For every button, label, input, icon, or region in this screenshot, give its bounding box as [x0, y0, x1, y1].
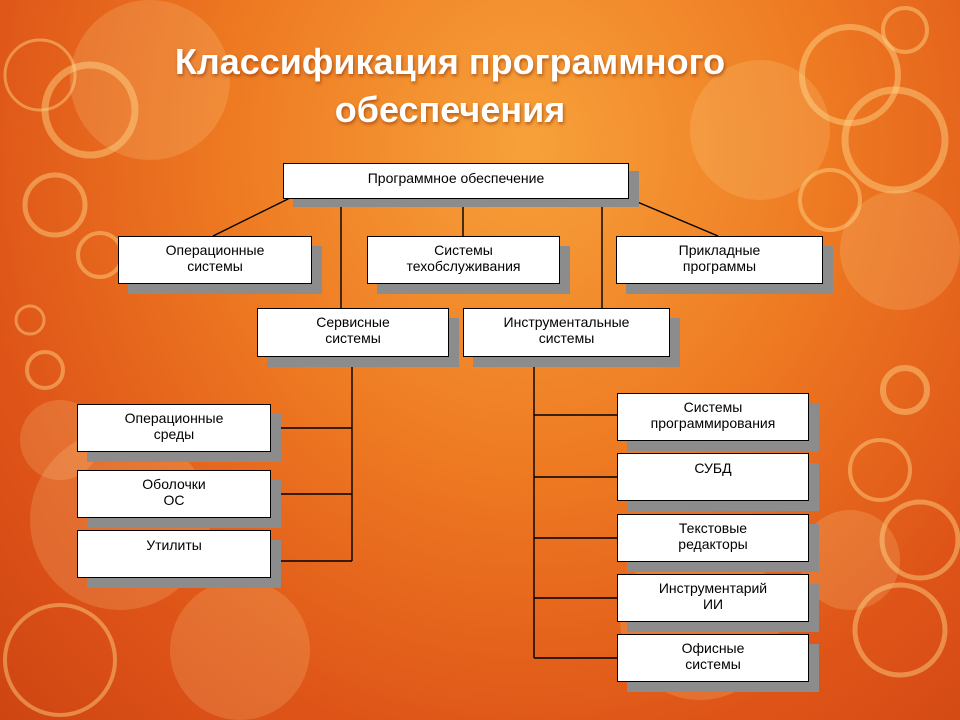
node-office-systems: Офисные системы: [617, 634, 809, 682]
node-os-environments: Операционные среды: [77, 404, 271, 452]
node-service-systems-line-1: Сервисные: [316, 314, 390, 330]
node-instrumental-systems: Инструментальные системы: [463, 308, 670, 357]
node-applied-programs-line-2: программы: [682, 258, 757, 274]
slide-title: Классификация программного обеспечения: [80, 38, 820, 134]
node-maintenance-systems-line-1: Системы: [434, 242, 493, 258]
node-text-editors: Текстовые редакторы: [617, 514, 809, 562]
node-ai-tools-line-2: ИИ: [702, 596, 724, 612]
node-text-editors-line-2: редакторы: [678, 536, 748, 552]
node-maintenance-systems-line-2: техобслуживания: [406, 258, 521, 274]
slide-title-line-1: Классификация программного: [174, 41, 726, 82]
node-programming-systems-line-2: программирования: [650, 415, 776, 431]
node-dbms: СУБД: [617, 453, 809, 501]
node-software-root-label: Программное обеспечение: [367, 170, 545, 186]
node-office-systems-line-1: Офисные: [681, 640, 745, 656]
node-service-systems: Сервисные системы: [257, 308, 449, 357]
node-service-systems-line-2: системы: [325, 330, 381, 346]
node-software-root: Программное обеспечение: [283, 163, 629, 199]
node-programming-systems-line-1: Системы: [683, 399, 743, 415]
node-operating-systems-line-1: Операционные: [165, 242, 265, 258]
slide-title-line-2: обеспечения: [334, 89, 566, 130]
node-ai-tools-line-1: Инструментарий: [658, 580, 768, 596]
node-os-shells: Оболочки ОС: [77, 470, 271, 518]
node-applied-programs: Прикладные программы: [616, 236, 823, 284]
node-dbms-label: СУБД: [694, 460, 732, 476]
node-instrumental-systems-line-1: Инструментальные: [503, 314, 630, 330]
node-os-shells-line-1: Оболочки: [142, 476, 206, 492]
node-office-systems-line-2: системы: [685, 656, 741, 672]
node-text-editors-line-1: Текстовые: [678, 520, 748, 536]
node-os-environments-line-2: среды: [153, 426, 195, 442]
node-os-environments-line-1: Операционные: [124, 410, 224, 426]
node-maintenance-systems: Системы техобслуживания: [367, 236, 560, 284]
connector-root-os: [212, 197, 291, 237]
node-utilities: Утилиты: [77, 530, 271, 578]
node-instrumental-systems-line-2: системы: [538, 330, 595, 346]
node-os-shells-line-2: ОС: [163, 492, 185, 508]
node-programming-systems: Системы программирования: [617, 393, 809, 441]
node-operating-systems: Операционные системы: [118, 236, 312, 284]
node-applied-programs-line-1: Прикладные: [678, 242, 761, 258]
node-operating-systems-line-2: системы: [187, 258, 243, 274]
connector-root-applied: [627, 197, 719, 237]
node-utilities-label: Утилиты: [146, 537, 202, 553]
node-ai-tools: Инструментарий ИИ: [617, 574, 809, 622]
